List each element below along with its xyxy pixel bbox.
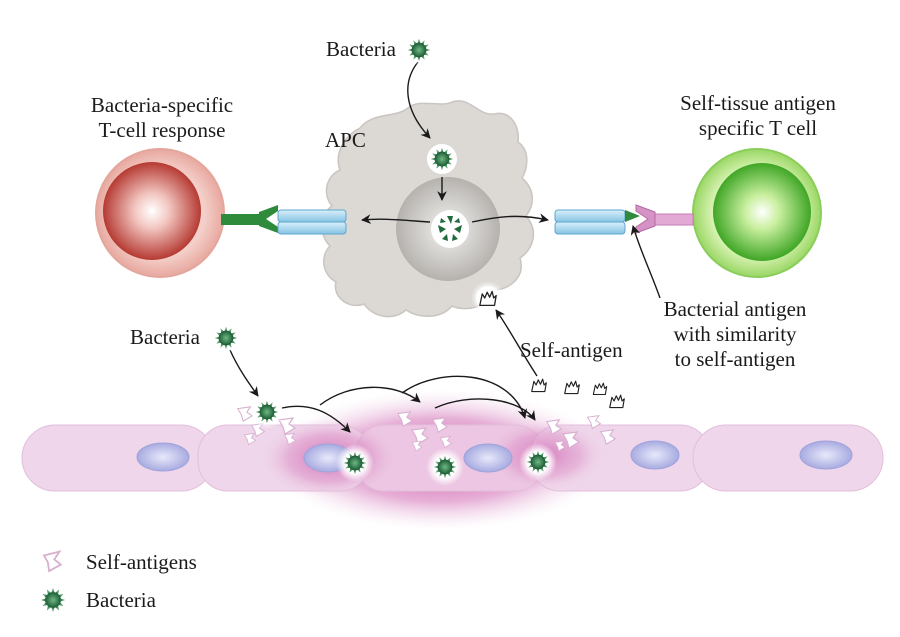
bacteria-specific-t-cell: [95, 148, 278, 278]
legend-item-bacteria: Bacteria: [40, 587, 156, 613]
tissue-nucleus: [463, 443, 513, 473]
mhc-complex-left: [277, 209, 347, 235]
label-bacteria-left: Bacteria: [130, 325, 200, 349]
legend-item-self-antigens: Self-antigens: [40, 549, 197, 575]
label-bacterial-antigen: Bacterial antigen with similarity to sel…: [640, 297, 830, 372]
bacteria-in-tissue: [250, 395, 557, 486]
label-self-antigen: Self-antigen: [520, 338, 623, 362]
legend-label-bacteria: Bacteria: [86, 587, 156, 612]
released-self-antigens: [531, 378, 625, 409]
mhc-complex-right: [554, 209, 640, 235]
label-mimic-line3: to self-antigen: [674, 347, 796, 371]
label-left-cell-line1: Bacteria-specific: [90, 93, 234, 117]
tissue-cell: [692, 424, 884, 492]
tcr-left: [221, 214, 259, 225]
processed-antigen-fragments: [438, 216, 462, 241]
label-right-cell-line2: specific T cell: [698, 116, 818, 140]
tissue-nucleus: [799, 440, 853, 470]
processed-antigen-vesicle: [431, 210, 469, 248]
tissue-nucleus: [630, 440, 680, 470]
label-mimic-line2: with similarity: [673, 322, 797, 346]
label-right-cell-title: Self-tissue antigen specific T cell: [658, 91, 858, 141]
tissue-nucleus: [136, 442, 190, 472]
label-mimic-line1: Bacterial antigen: [663, 297, 807, 321]
arrows: [229, 61, 661, 433]
self-tissue-t-cell: [635, 148, 822, 278]
tcr-right: [654, 213, 694, 226]
bacteria-icon: [41, 588, 65, 612]
self-antigen-fragment-icon: [42, 550, 63, 573]
tissue-layer: [21, 390, 884, 530]
label-left-cell-line2: T-cell response: [98, 118, 226, 142]
apc-cell: [321, 100, 535, 318]
label-left-cell-title: Bacteria-specific T-cell response: [72, 93, 252, 143]
label-bacteria-top: Bacteria: [326, 37, 396, 61]
label-apc: APC: [325, 128, 366, 152]
label-right-cell-line1: Self-tissue antigen: [680, 91, 836, 115]
legend-label-self-antigens: Self-antigens: [86, 549, 197, 574]
